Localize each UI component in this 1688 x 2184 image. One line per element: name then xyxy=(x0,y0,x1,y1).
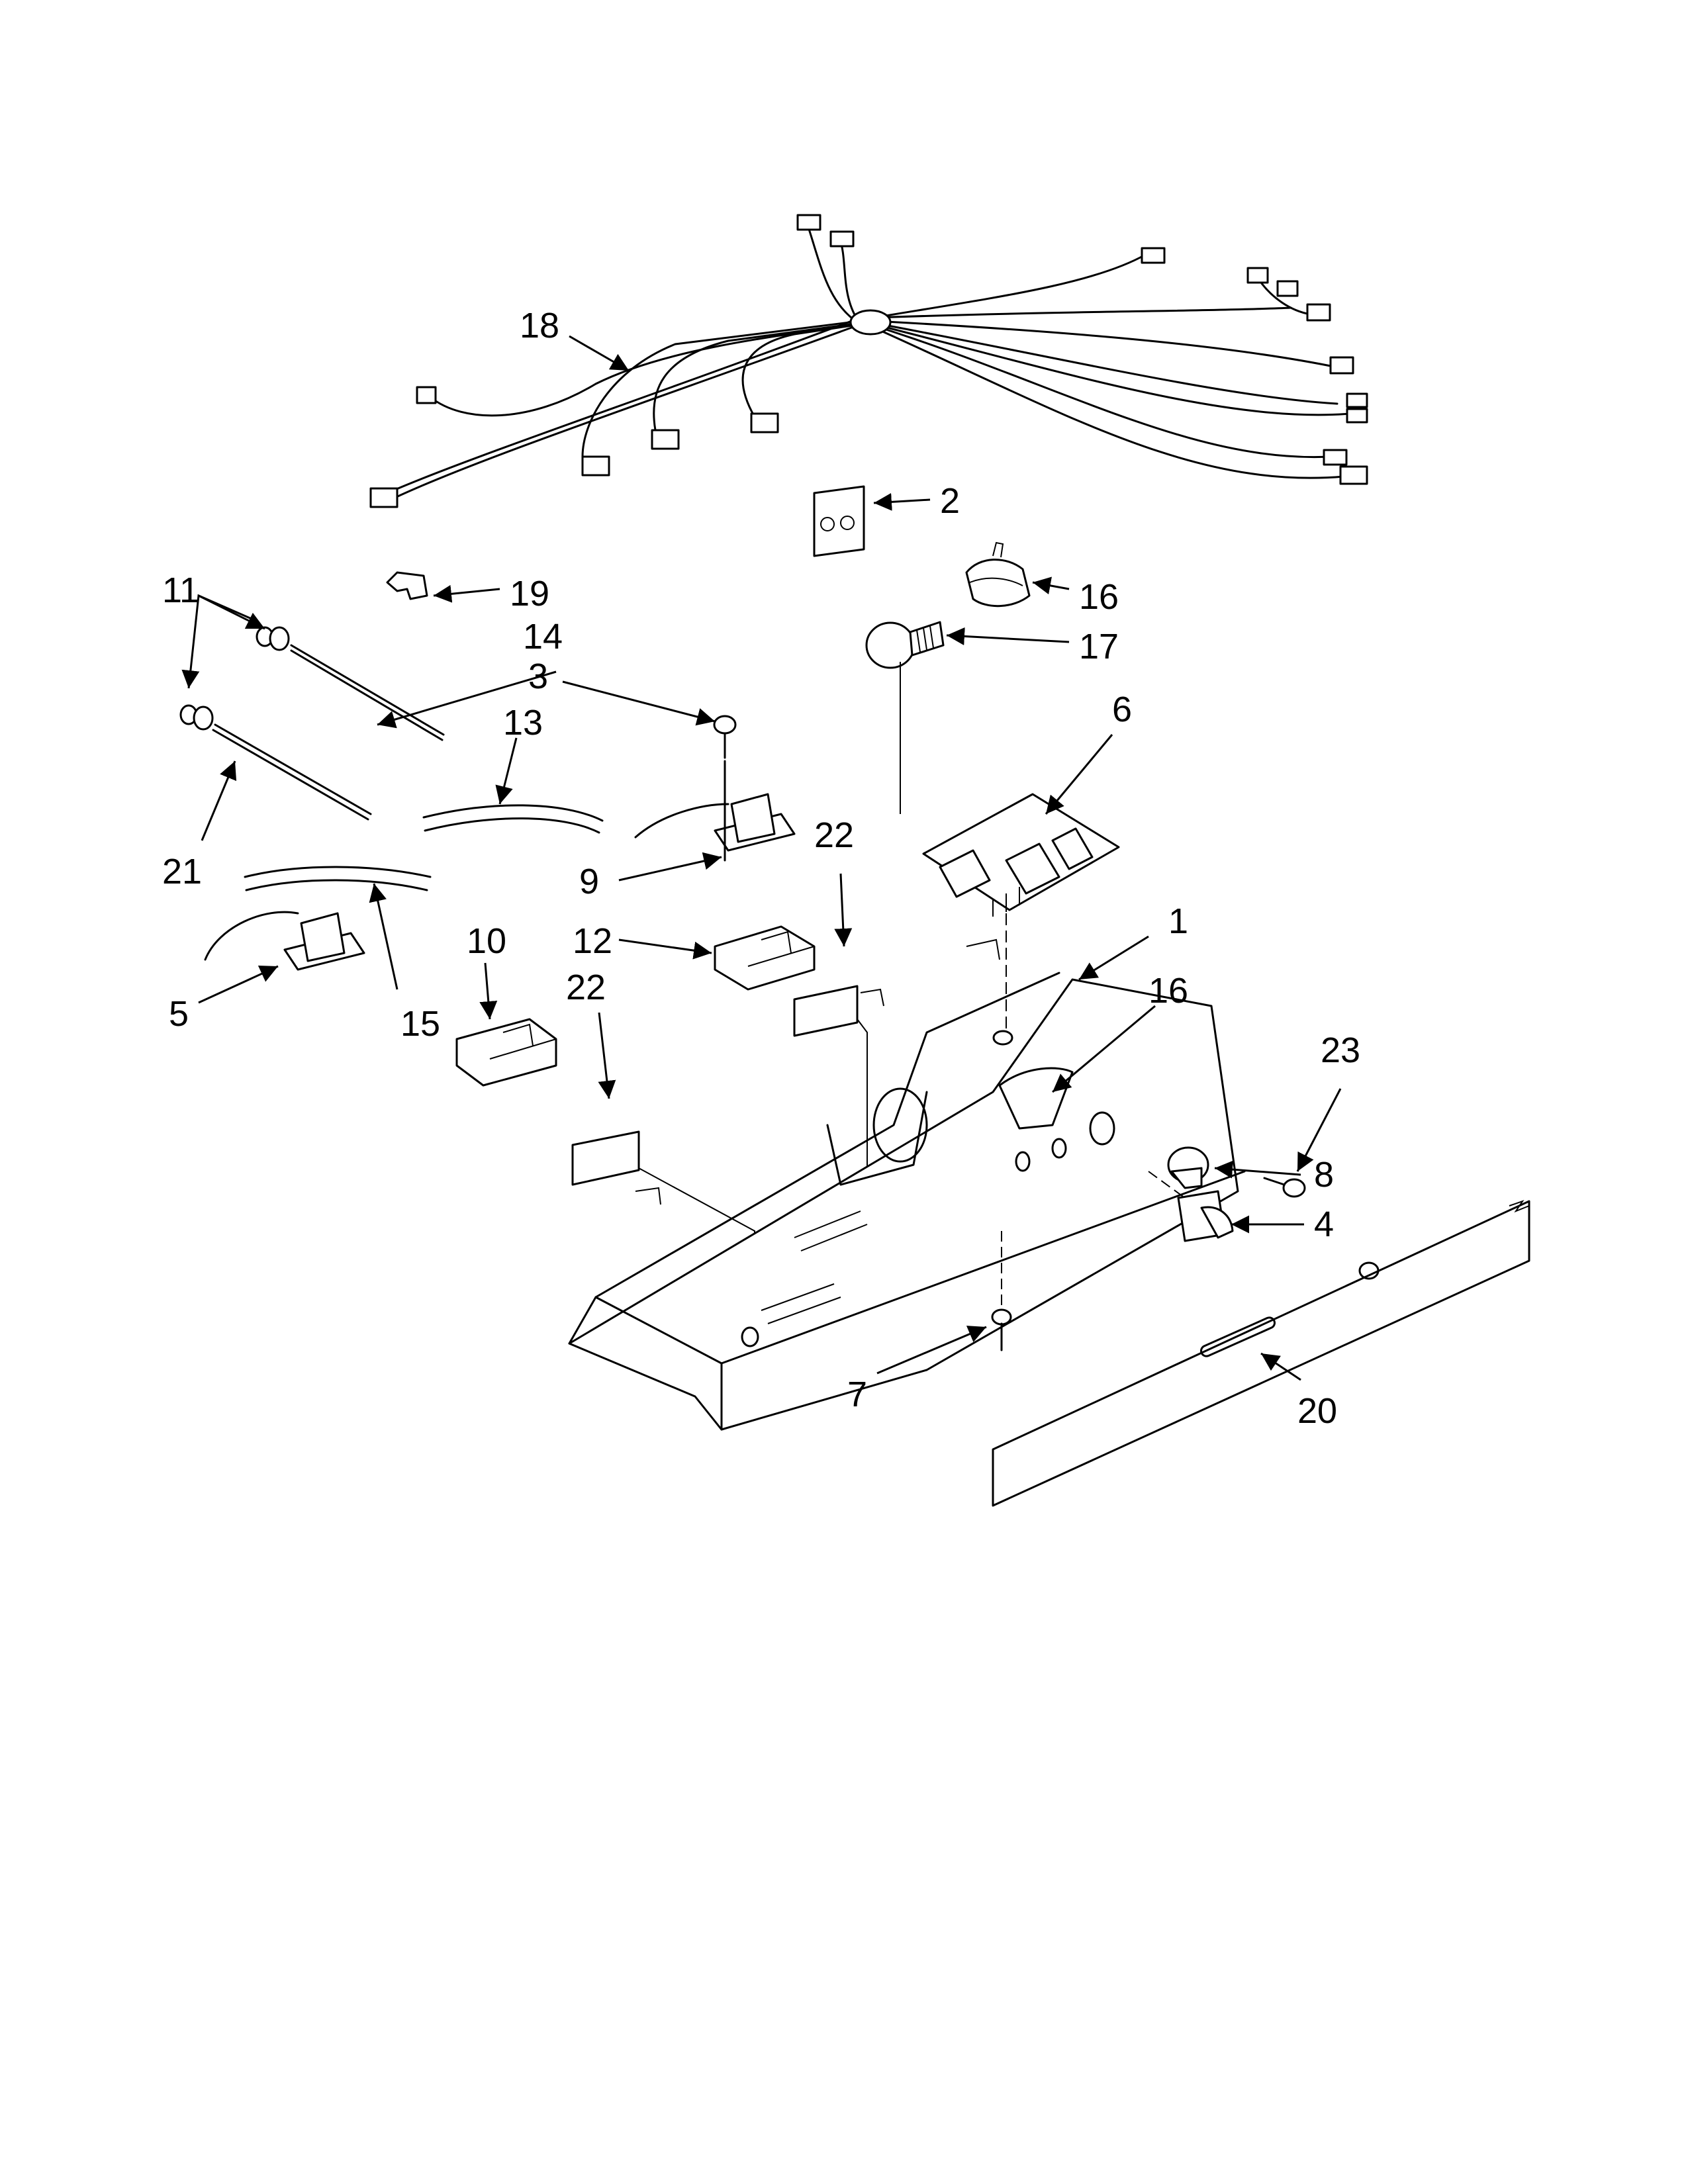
callout-6: 6 xyxy=(1112,690,1132,729)
callout-7: 7 xyxy=(847,1375,867,1414)
grommets xyxy=(179,626,290,731)
capillary-tubes xyxy=(212,644,445,821)
wire-harness xyxy=(369,214,1368,508)
callout-19: 19 xyxy=(510,574,549,614)
callout-2: 2 xyxy=(940,481,960,521)
screw-side xyxy=(1263,1177,1306,1198)
screw-bottom xyxy=(991,1231,1012,1351)
callout-23: 23 xyxy=(1321,1030,1360,1070)
callout-14: 14 xyxy=(523,617,563,657)
bracket-lower xyxy=(455,1018,557,1087)
thermostat-lower xyxy=(204,911,365,971)
callout-22-lower: 22 xyxy=(566,968,606,1007)
control-board xyxy=(922,793,1120,1039)
switch xyxy=(1148,1171,1234,1242)
callout-20: 20 xyxy=(1297,1391,1337,1431)
callout-labels: 1 2 3 4 5 6 7 8 9 10 11 12 13 14 15 16 1… xyxy=(162,306,1360,1431)
light-bulb xyxy=(865,621,945,814)
callout-8: 8 xyxy=(1314,1155,1334,1195)
callout-11: 11 xyxy=(162,570,199,610)
leaders xyxy=(181,335,1342,1381)
callout-22-upper: 22 xyxy=(814,815,854,855)
callout-13: 13 xyxy=(503,703,543,743)
callout-12: 12 xyxy=(573,921,612,961)
pad xyxy=(813,485,865,557)
callout-10: 10 xyxy=(467,921,506,961)
labels xyxy=(571,985,868,1310)
screw xyxy=(713,715,737,759)
callout-16-housing: 16 xyxy=(1149,971,1188,1011)
callout-16-socket: 16 xyxy=(1079,577,1119,617)
callout-1: 1 xyxy=(1168,901,1188,941)
callout-15: 15 xyxy=(400,1004,440,1044)
thermostat-upper xyxy=(634,760,796,862)
callout-3: 3 xyxy=(528,657,548,696)
callout-9: 9 xyxy=(579,862,599,901)
lamp-socket xyxy=(965,541,1031,608)
clip xyxy=(386,571,428,600)
foam-sleeves xyxy=(244,804,604,891)
lens xyxy=(1167,1146,1209,1189)
bracket-upper xyxy=(714,925,816,991)
callout-21: 21 xyxy=(162,852,202,891)
callout-17: 17 xyxy=(1079,627,1119,666)
callout-18: 18 xyxy=(520,306,559,345)
callout-4: 4 xyxy=(1314,1205,1334,1244)
callout-5: 5 xyxy=(169,994,189,1034)
